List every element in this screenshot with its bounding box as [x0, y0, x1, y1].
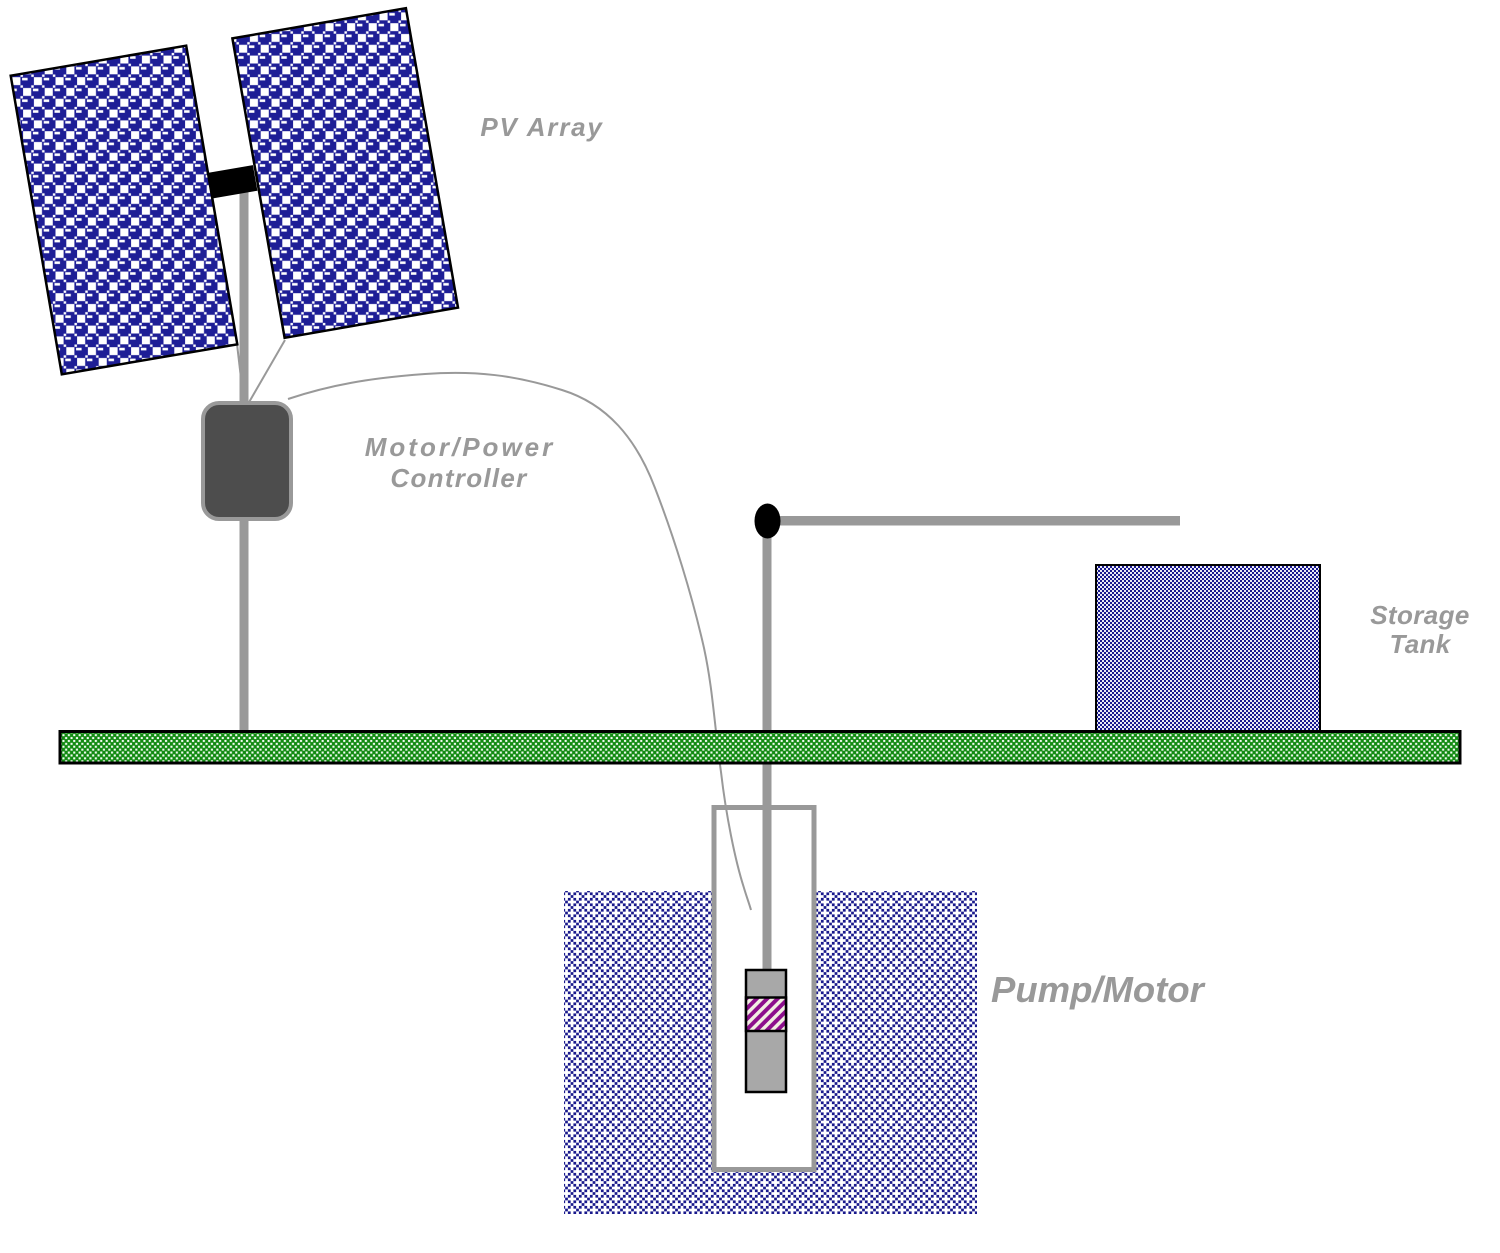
svg-text:Controller: Controller	[390, 463, 528, 493]
svg-text:Pump/Motor: Pump/Motor	[991, 969, 1206, 1010]
svg-text:Storage: Storage	[1370, 600, 1470, 630]
svg-text:Motor/Power: Motor/Power	[365, 432, 555, 462]
svg-text:PV Array: PV Array	[480, 112, 603, 142]
svg-text:Tank: Tank	[1390, 629, 1452, 659]
